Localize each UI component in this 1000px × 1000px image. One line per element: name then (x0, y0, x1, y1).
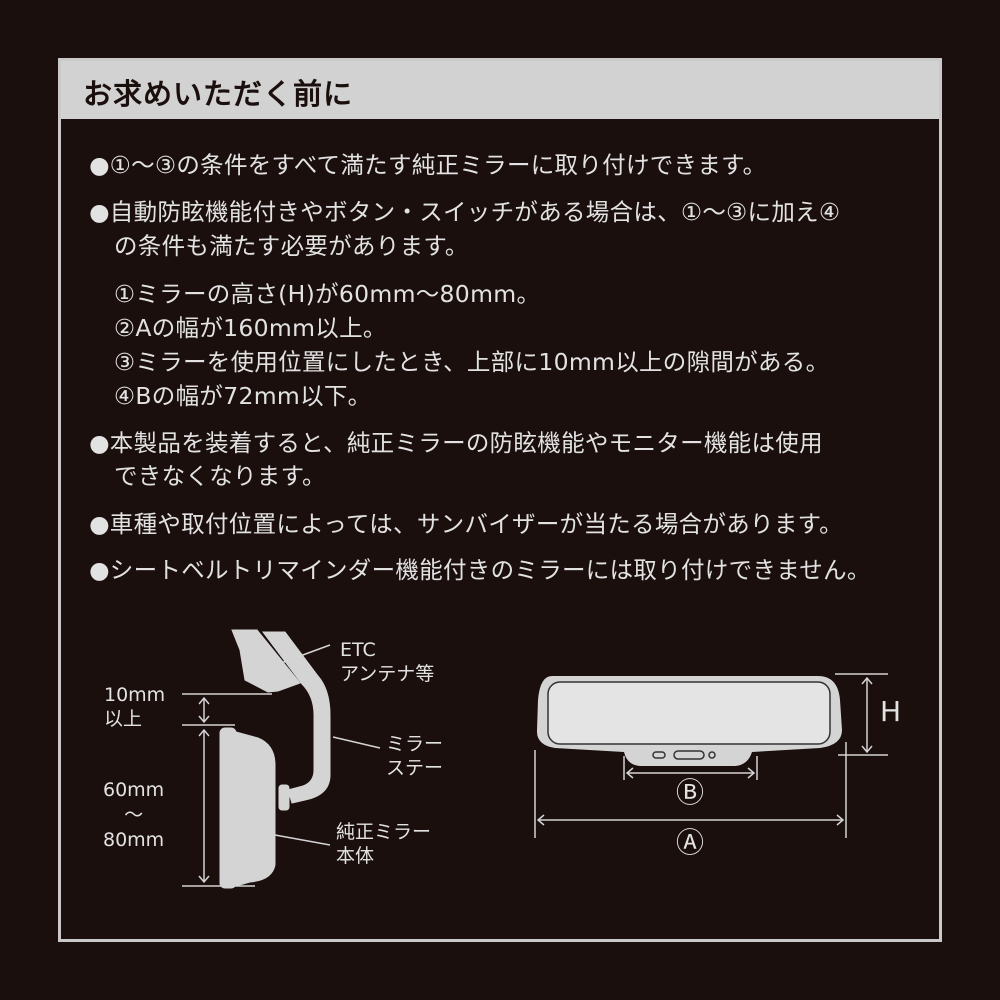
note-3: ●本製品を装着すると、純正ミラーの防眩機能やモニター機能は使用 (89, 429, 823, 457)
body-label-line2: 本体 (336, 845, 375, 867)
width-b-label: Ⓑ (676, 776, 705, 809)
condition-2: ②Aの幅が160mm以上。 (114, 314, 387, 342)
front-view-diagram (534, 673, 888, 838)
mirror-stay-shape (262, 631, 331, 804)
height-h-label: H (880, 695, 902, 728)
note-5: ●シートベルトリマインダー機能付きのミラーには取り付けできません。 (89, 556, 871, 584)
mirror-button-shape (652, 751, 666, 759)
condition-3: ③ミラーを使用位置にしたとき、上部に10mm以上の隙間がある。 (114, 348, 830, 376)
note-2-cont: の条件も満たす必要があります。 (114, 232, 469, 260)
mirror-glass (547, 681, 831, 745)
stay-label-line2: ステー (386, 757, 444, 779)
etc-antenna-shape (231, 629, 301, 693)
stay-joint-shape (278, 784, 290, 811)
mirror-body-shape (235, 731, 276, 887)
etc-label-line2: アンテナ等 (340, 663, 435, 685)
header-bar: お求めいただく前に (61, 61, 939, 119)
side-view-diagram (182, 629, 381, 889)
body-label-line1: 純正ミラー (336, 821, 432, 843)
condition-1: ①ミラーの高さ(H)が60mm〜80mm。 (114, 280, 541, 308)
height-range-label: 60mm 〜 80mm (103, 778, 164, 853)
gap-label: 10mm 以上 (104, 683, 165, 731)
condition-4: ④Bの幅が72mm以下。 (114, 382, 372, 410)
height-label-line1: 60mm (103, 779, 165, 801)
mirror-switch-shape (673, 750, 705, 760)
mirror-sensor-shape (708, 751, 716, 759)
mirror-body-label: 純正ミラー 本体 (336, 820, 431, 868)
height-label-line3: 80mm (103, 829, 165, 851)
note-1: ●①〜③の条件をすべて満たす純正ミラーに取り付けできます。 (89, 151, 767, 179)
height-label-line2: 〜 (124, 804, 144, 826)
width-a-label: Ⓐ (676, 826, 705, 859)
mirror-stay-label: ミラー ステー (386, 732, 443, 780)
page-title: お求めいただく前に (83, 77, 354, 111)
note-2: ●自動防眩機能付きやボタン・スイッチがある場合は、①〜③に加え④ (89, 198, 841, 226)
note-4: ●車種や取付位置によっては、サンバイザーが当たる場合があります。 (89, 510, 843, 538)
gap-label-line2: 以上 (104, 708, 143, 730)
mirror-glass-shape (219, 727, 237, 889)
note-3-cont: できなくなります。 (114, 462, 326, 490)
stay-label-line1: ミラー (386, 733, 444, 755)
etc-label-line1: ETC (340, 639, 376, 661)
etc-antenna-label: ETC アンテナ等 (340, 638, 434, 686)
gap-label-line1: 10mm (104, 684, 166, 706)
notice-frame: お求めいただく前に ●①〜③の条件をすべて満たす純正ミラーに取り付けできます。 … (58, 58, 942, 942)
